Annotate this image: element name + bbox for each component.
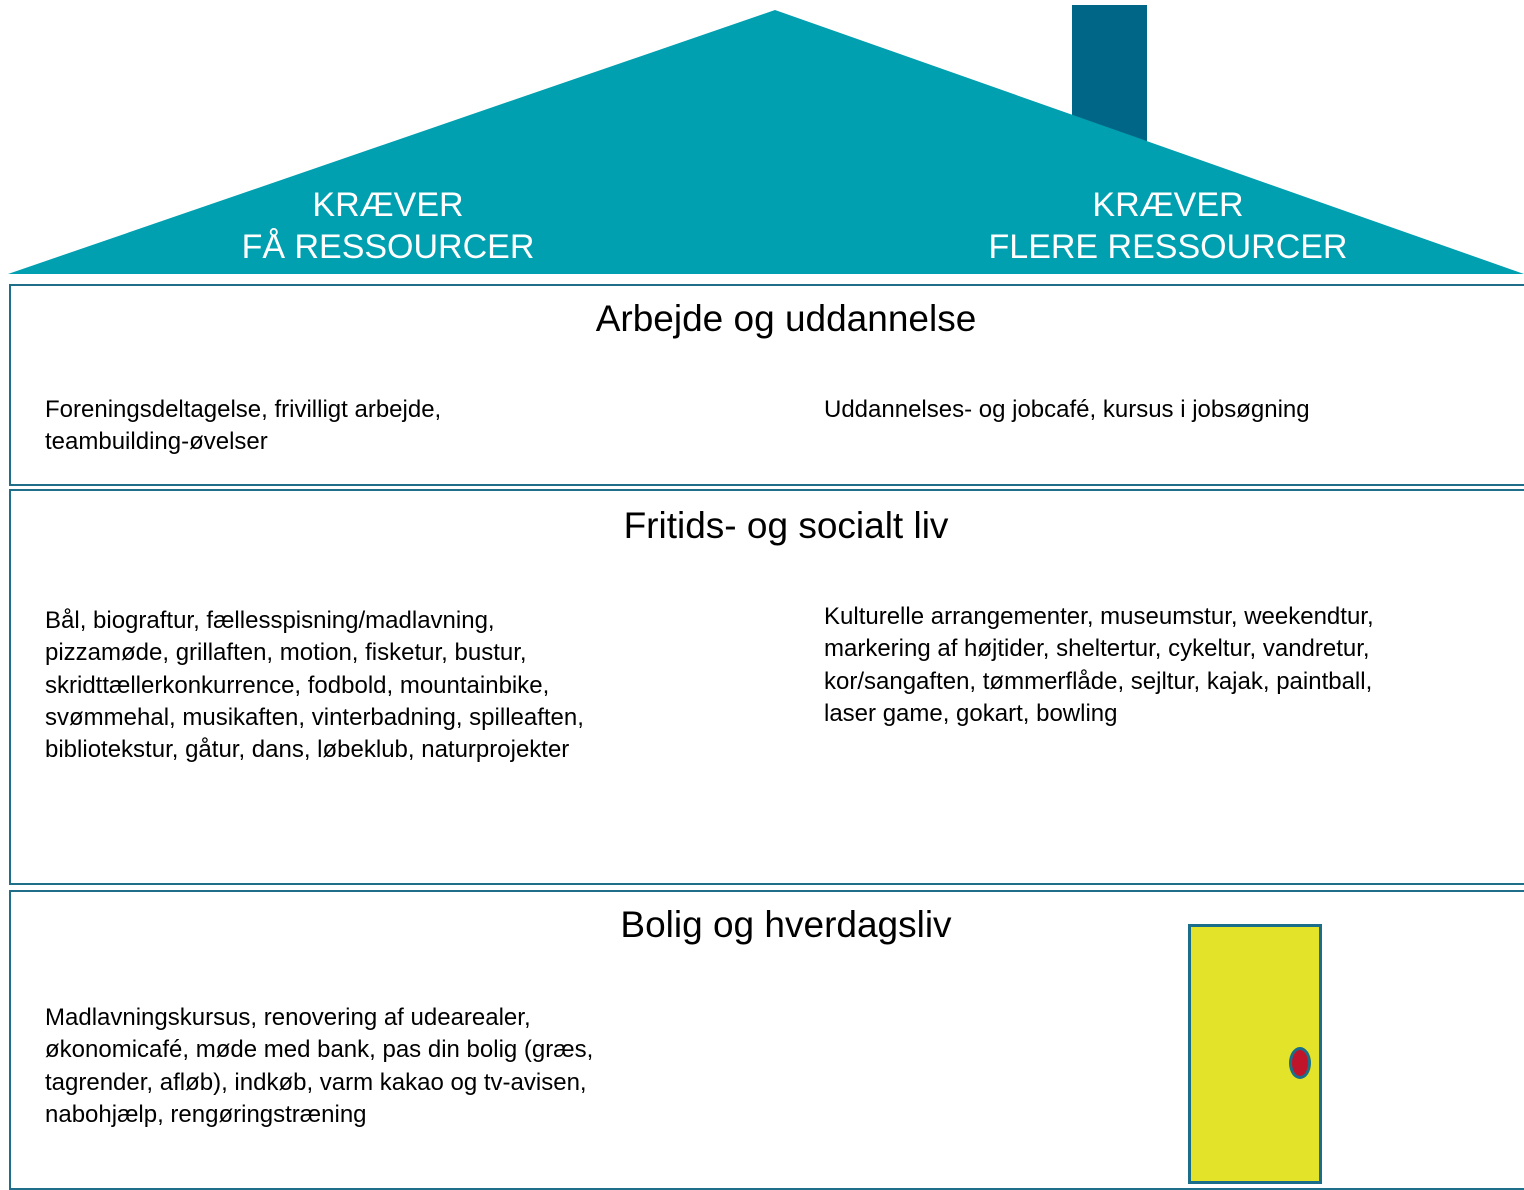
roof-triangle — [8, 10, 1524, 274]
low-resource-activities: Foreningsdeltagelse, frivilligt arbejde,… — [45, 396, 442, 456]
high-resource-activities: Kulturelle arrangementer, museumstur, we… — [824, 603, 1374, 727]
door-knob — [1289, 1047, 1311, 1079]
floor-work-education: Arbejde og uddannelse Foreningsdeltagels… — [9, 284, 1524, 486]
roof — [8, 5, 1524, 274]
floor-title: Bolig og hverdagsliv — [620, 904, 952, 945]
roof-label-more-resources: KRÆVER FLERE RESSOURCER — [988, 186, 1348, 266]
floor-title: Fritids- og socialt liv — [623, 505, 949, 546]
low-resource-activities: Madlavningskursus, renovering af udearea… — [45, 1004, 594, 1128]
floor-title: Arbejde og uddannelse — [595, 298, 977, 339]
low-resource-activities: Bål, biograftur, fællesspisning/madlavni… — [45, 607, 584, 764]
high-resource-activities: Uddannelses- og jobcafé, kursus i jobsøg… — [824, 396, 1310, 423]
door — [1188, 924, 1322, 1184]
roof-label-few-resources: KRÆVER FÅ RESSOURCER — [241, 186, 535, 266]
floor-leisure-social: Fritids- og socialt liv Bål, biograftur,… — [9, 489, 1524, 885]
